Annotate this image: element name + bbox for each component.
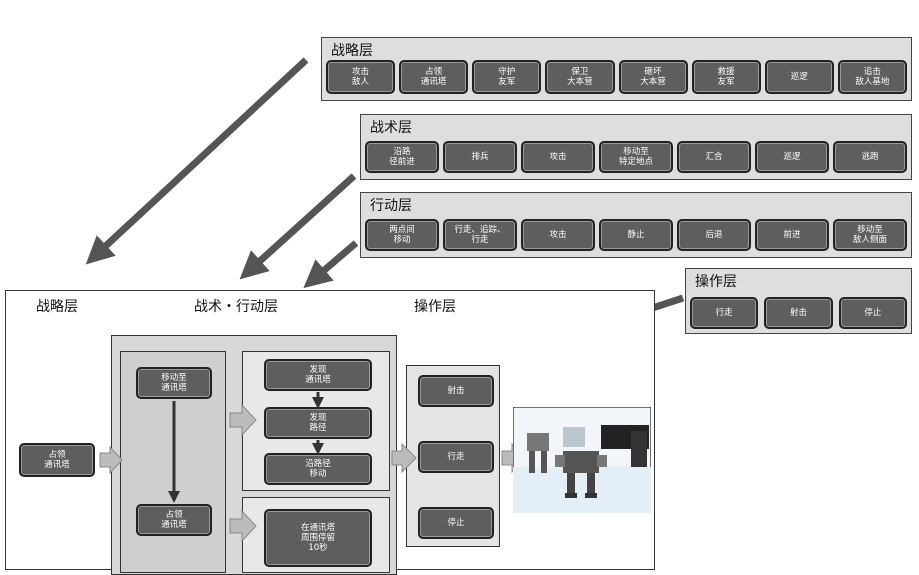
tactical-layer-panel: 战术层 沿路 径前进排兵攻击移动至 特定地点汇合巡逻逃跑 [360,114,912,180]
operation-layer-panel: 操作层 行走射击停止 [685,268,912,334]
action-layer-button-3[interactable]: 静止 [599,219,673,251]
action-node-1: 发现 路径 [264,407,372,439]
operation-layer-button-1[interactable]: 射击 [764,297,833,329]
action-layer-button-0[interactable]: 两点间 移动 [365,219,439,251]
tactical-layer-button-1[interactable]: 排兵 [443,141,517,173]
action-layer-button-1[interactable]: 行走、追踪、 行走 [443,219,517,251]
strategic-layer-button-3[interactable]: 保卫 大本营 [545,60,615,94]
action-layer-title: 行动层 [370,198,412,214]
operation-layer-button-0[interactable]: 行走 [690,297,759,329]
strategic-layer-button-7[interactable]: 追击 敌人基地 [837,60,907,94]
strategic-layer-title: 战略层 [331,43,373,59]
layer-flow-diagram: 战略层 战术・行动层 操作层 占领 通讯塔 移动至 通讯塔 占领 通讯塔 发现 … [5,290,655,575]
tactical-layer-button-4[interactable]: 汇合 [677,141,751,173]
operation-layer-title: 操作层 [695,274,737,290]
tactical-layer-button-0[interactable]: 沿路 径前进 [365,141,439,173]
operation-layer-button-2[interactable]: 停止 [838,297,907,329]
action-node-0: 发现 通讯塔 [264,359,372,391]
tactical-layer-button-2[interactable]: 攻击 [521,141,595,173]
tactical-node-occupy-tower: 占领 通讯塔 [136,504,212,536]
strategic-layer-panel: 战略层 攻击 敌人占领 通讯塔守护 友军保卫 大本营砸坏 大本营救援 友军巡逻追… [321,37,912,101]
section-tactical-action-label: 战术・行动层 [194,299,278,315]
strategic-button-row: 攻击 敌人占领 通讯塔守护 友军保卫 大本营砸坏 大本营救援 友军巡逻追击 敌人… [326,60,907,94]
tactical-layer-title: 战术层 [370,120,412,136]
robot-scene-image [513,407,651,513]
strategic-layer-button-0[interactable]: 攻击 敌人 [326,60,396,94]
tactical-button-row: 沿路 径前进排兵攻击移动至 特定地点汇合巡逻逃跑 [365,141,907,173]
action-layer-button-5[interactable]: 前进 [755,219,829,251]
section-operation-label: 操作层 [414,299,456,315]
section-strategic-label: 战略层 [36,299,78,315]
tactical-node-move-to-tower: 移动至 通讯塔 [136,367,212,399]
strategic-node-occupy-tower: 占领 通讯塔 [19,443,95,477]
action-layer-button-4[interactable]: 后退 [677,219,751,251]
operation-node-shoot: 射击 [418,375,494,407]
strategic-layer-button-5[interactable]: 救援 友军 [691,60,761,94]
tactical-layer-button-6[interactable]: 逃跑 [833,141,907,173]
strategic-layer-button-6[interactable]: 巡逻 [764,60,834,94]
strategic-layer-button-1[interactable]: 占领 通讯塔 [399,60,469,94]
action-layer-button-6[interactable]: 移动至 敌人侧面 [833,219,907,251]
tactical-layer-button-5[interactable]: 巡逻 [755,141,829,173]
strategic-layer-button-2[interactable]: 守护 友军 [472,60,542,94]
action-layer-button-2[interactable]: 攻击 [521,219,595,251]
operation-node-stop: 停止 [418,507,494,539]
tactical-layer-button-3[interactable]: 移动至 特定地点 [599,141,673,173]
operation-button-row: 行走射击停止 [690,297,907,329]
operation-node-walk: 行走 [418,441,494,473]
action-layer-panel: 行动层 两点间 移动行走、追踪、 行走攻击静止后退前进移动至 敌人侧面 [360,192,912,258]
action-button-row: 两点间 移动行走、追踪、 行走攻击静止后退前进移动至 敌人侧面 [365,219,907,251]
strategic-layer-button-4[interactable]: 砸坏 大本营 [618,60,688,94]
